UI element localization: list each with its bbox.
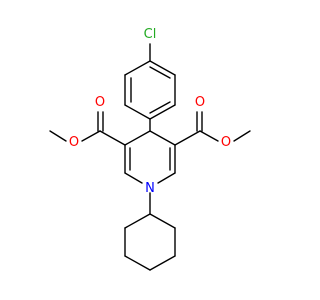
atom-chlorine: Cl (144, 27, 157, 42)
bond-cyclohexyl (124, 213, 151, 229)
bond-ester-o-left (81, 130, 101, 142)
bond-ring (124, 172, 143, 184)
bond-aryl (124, 60, 151, 76)
atom-oxygen-ester-right: O (221, 135, 231, 150)
bond-ester-left (99, 130, 126, 146)
atom-oxygen-ester-left: O (69, 135, 79, 150)
bond-cyclohexyl (124, 255, 151, 271)
bond-ester-o-right (199, 130, 219, 142)
bond-methyl-right (233, 130, 251, 142)
bond-aryl (124, 104, 151, 120)
bond-ring (124, 130, 151, 146)
bond-cyclohexyl (149, 255, 176, 271)
bond-ring (149, 130, 176, 146)
chemical-structure: Cl O O O O N (49, 27, 251, 271)
atom-oxygen-carbonyl-right: O (195, 95, 205, 110)
atom-nitrogen: N (145, 181, 155, 196)
atom-oxygen-carbonyl-left: O (95, 95, 105, 110)
bond-aryl (149, 104, 176, 120)
bond-ring (157, 172, 176, 184)
bond-methyl-left (49, 130, 67, 142)
bonds (49, 43, 251, 271)
bond-ester-right (174, 130, 201, 146)
bond-aryl-inner (149, 66, 171, 79)
bond-aryl (149, 60, 176, 76)
bond-aryl-inner (149, 101, 171, 114)
atom-labels: Cl O O O O N (69, 27, 231, 196)
bond-cyclohexyl (149, 213, 176, 229)
